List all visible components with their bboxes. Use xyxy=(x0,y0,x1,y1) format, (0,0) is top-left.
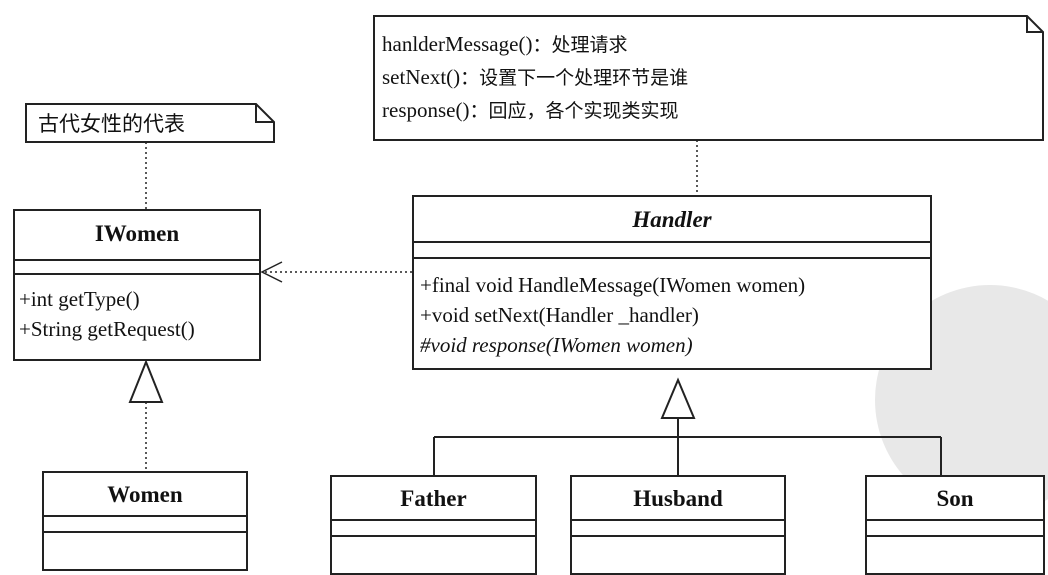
class-iwomen-method: +int getType() xyxy=(19,287,140,311)
class-husband-divider-1 xyxy=(572,519,784,521)
class-women-divider-1 xyxy=(44,515,246,517)
note-method: hanlderMessage() xyxy=(382,32,533,56)
class-son-divider-2 xyxy=(867,535,1043,537)
note-handler-line-3: response()：回应，各个实现类实现 xyxy=(382,96,678,123)
class-father: Father xyxy=(330,475,537,575)
class-husband-divider-2 xyxy=(572,535,784,537)
class-handler-divider-1 xyxy=(414,241,930,243)
class-husband: Husband xyxy=(570,475,786,575)
class-husband-name: Husband xyxy=(633,486,723,511)
class-handler-method: +final void HandleMessage(IWomen women) xyxy=(420,273,806,297)
note-iwomen-text: 古代女性的代表 xyxy=(38,112,185,136)
class-women-divider-2 xyxy=(44,531,246,533)
class-iwomen-name: IWomen xyxy=(94,221,180,246)
class-father-divider-2 xyxy=(332,535,535,537)
class-handler-divider-2 xyxy=(414,257,930,259)
class-women: Women xyxy=(42,471,248,571)
class-iwomen-divider-1 xyxy=(15,259,259,261)
class-iwomen-divider-2 xyxy=(15,273,259,275)
class-handler: Handler +final void HandleMessage(IWomen… xyxy=(412,195,932,370)
class-son-divider-1 xyxy=(867,519,1043,521)
note-method: setNext() xyxy=(382,65,461,89)
class-iwomen-method: +String getRequest() xyxy=(19,317,195,341)
note-desc: ：处理请求 xyxy=(532,34,628,56)
class-handler-method: #void response(IWomen women) xyxy=(420,333,693,357)
class-handler-method: +void setNext(Handler _handler) xyxy=(420,303,699,327)
class-father-name: Father xyxy=(400,486,467,511)
class-women-name: Women xyxy=(107,482,183,507)
note-iwomen-fold xyxy=(255,104,274,123)
note-desc: ：设置下一个处理环节是谁 xyxy=(460,67,689,89)
class-iwomen: IWomen +int getType() +String getRequest… xyxy=(13,209,261,361)
note-desc: ：回应，各个实现类实现 xyxy=(469,100,679,122)
class-son-name: Son xyxy=(936,486,974,511)
note-handler-fold xyxy=(1026,16,1043,33)
class-father-divider-1 xyxy=(332,519,535,521)
generalization-triangle xyxy=(660,377,696,419)
realization-triangle xyxy=(128,359,164,403)
note-handler-line-1: hanlderMessage()：处理请求 xyxy=(382,30,627,57)
note-method: response() xyxy=(382,98,470,122)
class-handler-name: Handler xyxy=(632,207,712,232)
note-iwomen-shape xyxy=(25,103,275,143)
note-handler-line-2: setNext()：设置下一个处理环节是谁 xyxy=(382,63,688,90)
dependency-arrowhead xyxy=(260,261,283,283)
note-handler-shape xyxy=(373,15,1044,141)
class-son: Son xyxy=(865,475,1045,575)
